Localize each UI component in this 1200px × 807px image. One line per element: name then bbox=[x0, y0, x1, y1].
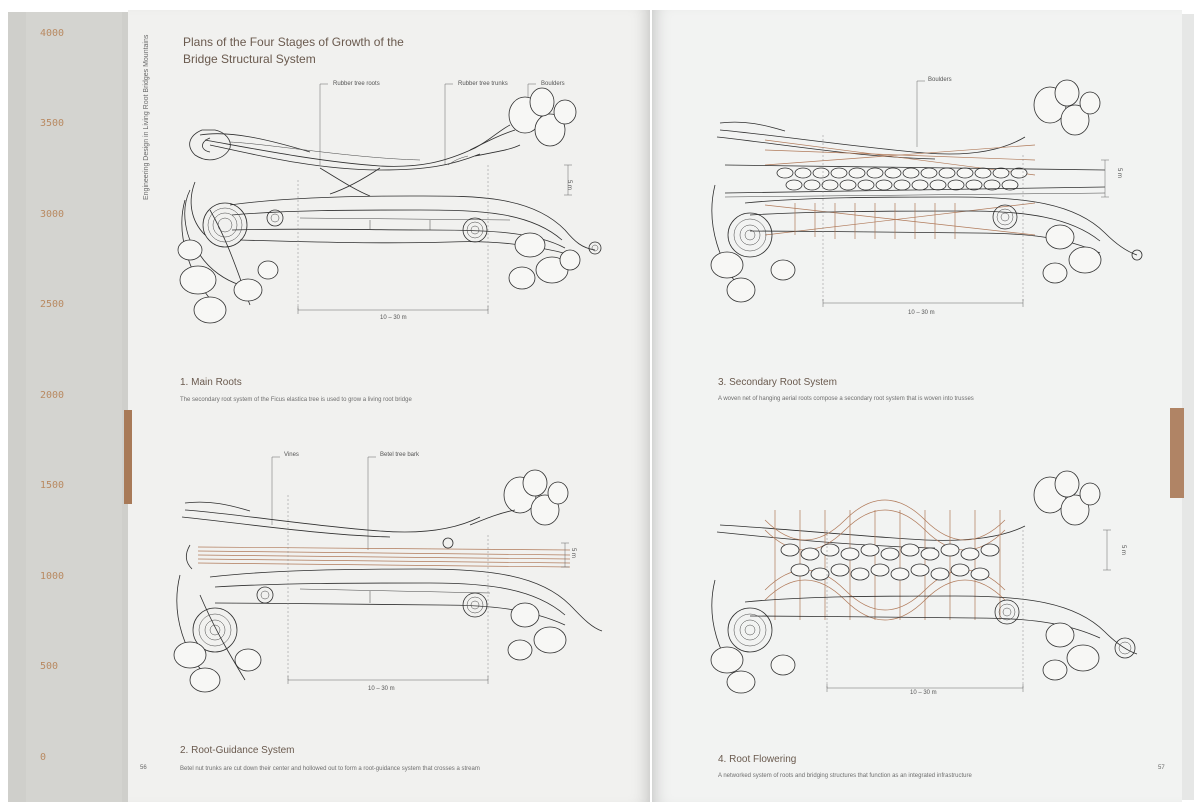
section-desc-root-guidance: Betel nut trunks are cut down their cent… bbox=[180, 766, 480, 772]
section-title-main-roots: 1. Main Roots bbox=[180, 377, 242, 388]
boulder-row bbox=[776, 167, 1028, 191]
section-title-root-flowering: 4. Root Flowering bbox=[718, 754, 797, 765]
scale-label-0: 0 bbox=[40, 752, 47, 763]
section-desc-root-flowering: A networked system of roots and bridging… bbox=[718, 773, 972, 779]
page-number-right: 57 bbox=[1158, 765, 1165, 771]
width-measure-1: 5 m bbox=[566, 180, 572, 191]
span-measure-4: 10 – 30 m bbox=[910, 690, 937, 696]
width-measure-3: 5 m bbox=[1116, 168, 1122, 179]
scale-label-2500: 2500 bbox=[40, 299, 65, 310]
scale-label-1500: 1500 bbox=[40, 480, 65, 491]
figure-root-flowering bbox=[710, 470, 1138, 694]
label-rubber-tree-roots: Rubber tree roots bbox=[333, 81, 380, 87]
page-number-left: 56 bbox=[140, 765, 147, 771]
section-desc-main-roots: The secondary root system of the Ficus e… bbox=[180, 397, 412, 403]
chapter-tab-left bbox=[124, 410, 132, 504]
scale-label-1000: 1000 bbox=[40, 571, 65, 582]
label-rubber-tree-trunks: Rubber tree trunks bbox=[458, 81, 508, 87]
span-measure-2: 10 – 30 m bbox=[368, 686, 395, 692]
boulder-row bbox=[780, 543, 1000, 581]
scale-label-500: 500 bbox=[40, 661, 59, 672]
label-vines: Vines bbox=[284, 452, 299, 458]
scale-label-3000: 3000 bbox=[40, 209, 65, 220]
section-title-secondary-root: 3. Secondary Root System bbox=[718, 377, 837, 388]
figure-root-guidance bbox=[173, 456, 603, 693]
label-boulders-3: Boulders bbox=[928, 77, 952, 83]
width-measure-4: 5 m bbox=[1120, 545, 1126, 556]
section-desc-secondary-root: A woven net of hanging aerial roots comp… bbox=[718, 396, 974, 402]
width-measure-2: 5 m bbox=[570, 548, 576, 559]
scale-label-3500: 3500 bbox=[40, 118, 65, 129]
label-betel-tree-bark: Betel tree bark bbox=[380, 452, 420, 458]
cover-strip bbox=[26, 12, 122, 802]
scale-label-2000: 2000 bbox=[40, 390, 65, 401]
running-header: Engineering Design in Living Root Bridge… bbox=[143, 34, 150, 200]
chapter-tab-right bbox=[1170, 408, 1184, 498]
span-measure-1: 10 – 30 m bbox=[380, 315, 407, 321]
span-measure-3: 10 – 30 m bbox=[908, 310, 935, 316]
label-boulders-1: Boulders bbox=[541, 81, 565, 87]
page-title: Plans of the Four Stages of Growth of th… bbox=[183, 35, 404, 66]
page-edge bbox=[1182, 14, 1194, 800]
scale-label-4000: 4000 bbox=[40, 28, 65, 39]
figure-secondary-root-system bbox=[710, 79, 1143, 307]
figure-main-roots bbox=[177, 83, 602, 324]
section-title-root-guidance: 2. Root-Guidance System bbox=[180, 745, 295, 756]
